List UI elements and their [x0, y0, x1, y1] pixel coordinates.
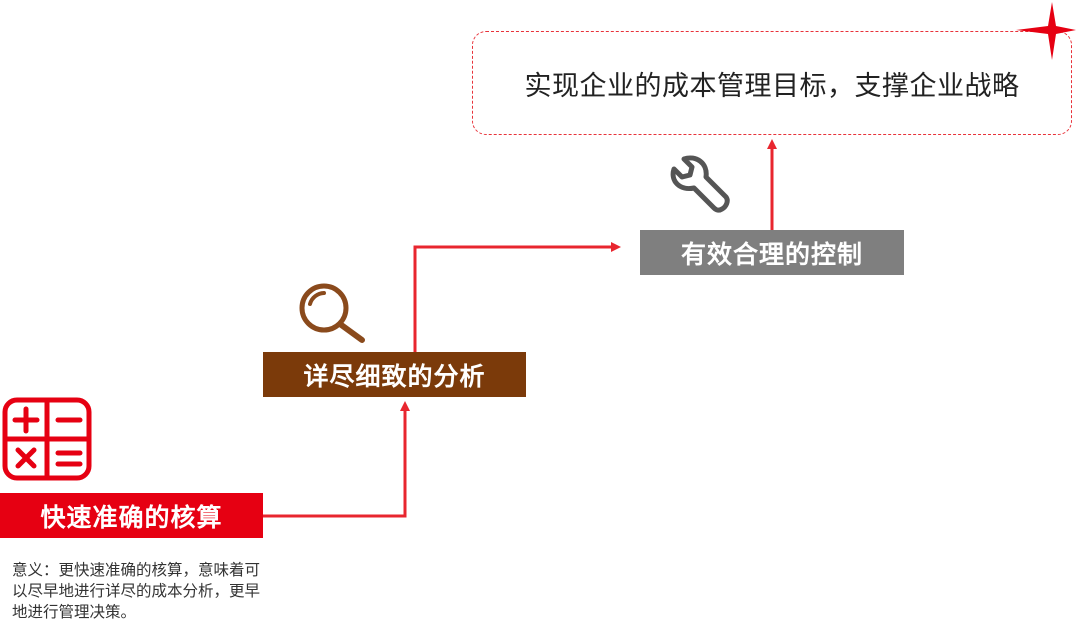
meaning-note: 意义：更快速准确的核算，意味着可以尽早地进行详尽的成本分析，更早地进行管理决策。 — [12, 561, 261, 621]
calculator-icon — [2, 397, 92, 481]
wrench-icon — [670, 155, 730, 213]
goal-box: 实现企业的成本管理目标，支撑企业战略 — [472, 31, 1072, 135]
arrow-stage1-to-stage2 — [263, 401, 410, 518]
four-point-star-icon — [1016, 2, 1076, 60]
stage-control-label: 有效合理的控制 — [680, 239, 863, 269]
stage-analysis-label: 详尽细致的分析 — [303, 361, 486, 391]
magnifier-icon — [299, 283, 365, 343]
stage-accounting-label: 快速准确的核算 — [40, 502, 223, 532]
arrow-stage2-to-stage3 — [413, 242, 621, 352]
stage-accounting: 快速准确的核算 — [0, 493, 263, 538]
goal-text: 实现企业的成本管理目标，支撑企业战略 — [524, 70, 1020, 102]
stage-analysis: 详尽细致的分析 — [263, 352, 526, 397]
stage-control: 有效合理的控制 — [640, 230, 904, 275]
